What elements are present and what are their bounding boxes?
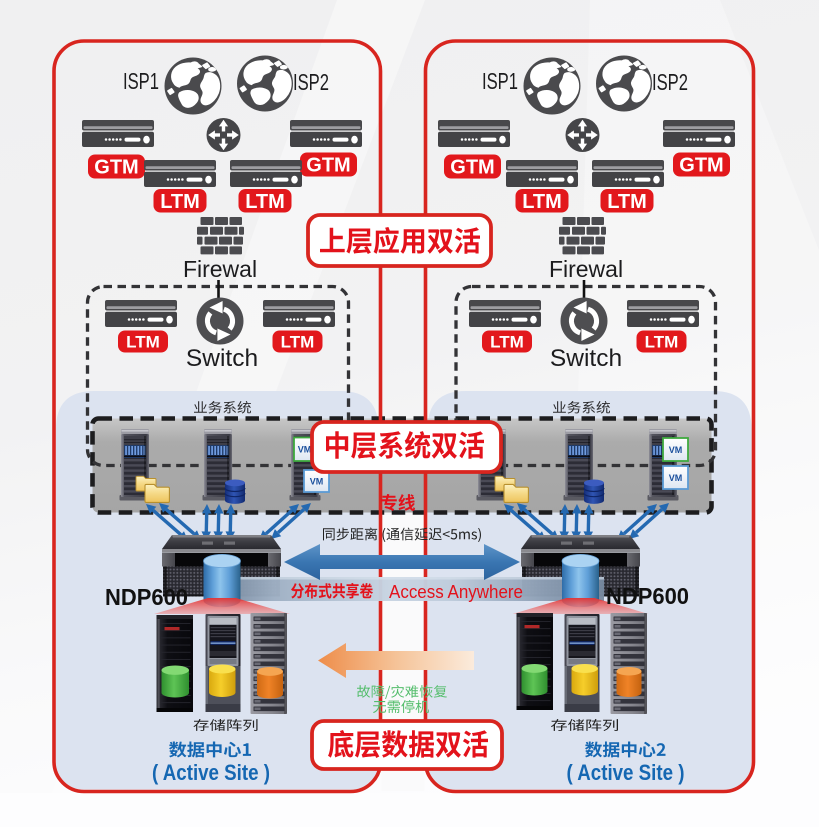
svg-text:( Active Site ): ( Active Site ) bbox=[567, 760, 685, 785]
svg-text:VM: VM bbox=[669, 445, 683, 455]
svg-text:GTM: GTM bbox=[94, 157, 138, 179]
svg-text:ISP2: ISP2 bbox=[652, 69, 688, 95]
svg-text:ISP1: ISP1 bbox=[123, 68, 159, 94]
svg-text:VM: VM bbox=[669, 473, 683, 483]
svg-text:VM: VM bbox=[310, 476, 324, 486]
svg-text:NDP600: NDP600 bbox=[105, 584, 188, 610]
svg-text:ISP2: ISP2 bbox=[293, 69, 329, 95]
svg-text:LTM: LTM bbox=[281, 333, 315, 352]
svg-text:GTM: GTM bbox=[450, 157, 494, 179]
svg-text:Firewal: Firewal bbox=[549, 256, 623, 282]
svg-text:( Active Site ): ( Active Site ) bbox=[152, 760, 270, 785]
svg-text:Switch: Switch bbox=[186, 345, 258, 372]
svg-text:LTM: LTM bbox=[126, 333, 160, 352]
svg-text:GTM: GTM bbox=[679, 155, 723, 177]
svg-text:NDP600: NDP600 bbox=[606, 583, 689, 609]
svg-text:LTM: LTM bbox=[160, 191, 200, 213]
svg-text:VM: VM bbox=[298, 445, 312, 455]
svg-text:Access Anywhere: Access Anywhere bbox=[389, 581, 523, 602]
svg-text:LTM: LTM bbox=[490, 333, 524, 352]
svg-text:LTM: LTM bbox=[522, 191, 562, 213]
svg-text:LTM: LTM bbox=[245, 191, 285, 213]
svg-text:LTM: LTM bbox=[607, 191, 647, 213]
svg-text:LTM: LTM bbox=[645, 333, 679, 352]
svg-text:ISP1: ISP1 bbox=[482, 68, 518, 94]
svg-text:Switch: Switch bbox=[550, 345, 622, 372]
svg-text:GTM: GTM bbox=[306, 155, 350, 177]
svg-text:Firewal: Firewal bbox=[183, 256, 257, 282]
